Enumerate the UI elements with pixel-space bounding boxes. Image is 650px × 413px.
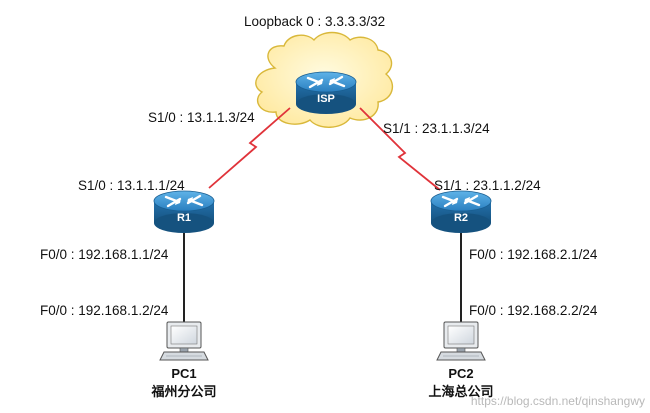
- pc2-name: PC2: [448, 366, 473, 381]
- pc1-site-label: 福州分公司: [150, 384, 216, 399]
- computer-icon: [436, 321, 486, 361]
- watermark: https://blog.csdn.net/qinshangwy: [471, 394, 645, 408]
- pc1-name: PC1: [171, 366, 196, 381]
- computer-icon: [159, 321, 209, 361]
- r2-router[interactable]: R2: [429, 189, 493, 235]
- r1-s1-0-label: S1/0 : 13.1.1.1/24: [78, 178, 185, 193]
- r1-f0-0-label: F0/0 : 192.168.1.1/24: [40, 247, 169, 262]
- r1-router[interactable]: R1: [152, 189, 216, 235]
- r2-router-name: R2: [454, 212, 468, 224]
- serial-link-isp-r2: [359, 107, 441, 191]
- pc1-f0-0-label: F0/0 : 192.168.1.2/24: [40, 303, 169, 318]
- pc1-computer[interactable]: [159, 321, 209, 361]
- isp-router-name: ISP: [317, 93, 335, 105]
- isp-router[interactable]: ISP: [294, 70, 358, 116]
- r2-f0-0-label: F0/0 : 192.168.2.1/24: [469, 247, 598, 262]
- pc2-site-label: 上海总公司: [428, 384, 493, 399]
- isp-s1-0-label: S1/0 : 13.1.1.3/24: [148, 110, 255, 125]
- loopback-label: Loopback 0 : 3.3.3.3/32: [244, 14, 385, 29]
- r1-router-name: R1: [177, 212, 191, 224]
- serial-link-isp-r1: [208, 107, 291, 189]
- pc2-f0-0-label: F0/0 : 192.168.2.2/24: [469, 303, 598, 318]
- r2-s1-1-label: S1/1 : 23.1.1.2/24: [434, 178, 541, 193]
- isp-s1-1-label: S1/1 : 23.1.1.3/24: [383, 121, 490, 136]
- pc2-computer[interactable]: [436, 321, 486, 361]
